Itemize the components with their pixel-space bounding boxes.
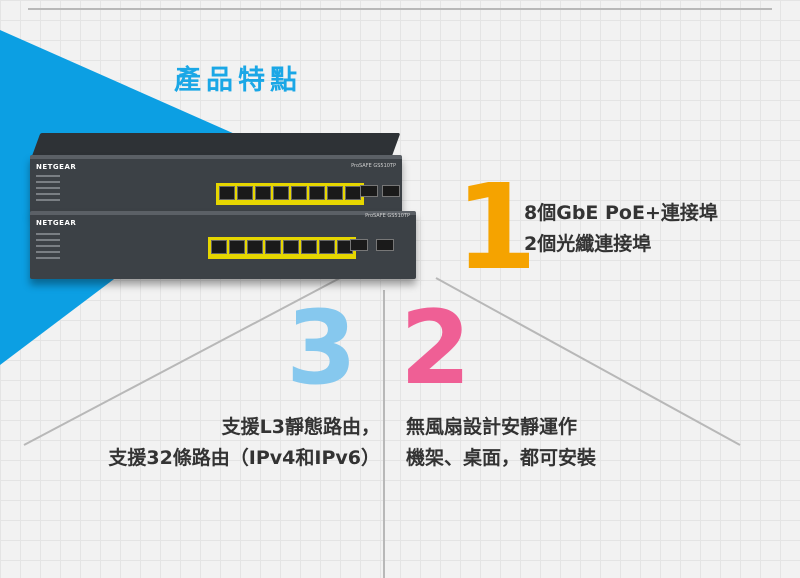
feature-line: 8個GbE PoE+連接埠 bbox=[524, 202, 718, 224]
feature-line: 無風扇設計安靜運作 bbox=[406, 416, 578, 438]
ethernet-port bbox=[219, 186, 235, 200]
feature-number-2: 2 bbox=[400, 289, 471, 408]
ethernet-port bbox=[273, 186, 289, 200]
left-divider-line bbox=[23, 277, 341, 446]
switch-image-top: NETGEAR ProSAFE GS510TP bbox=[30, 133, 402, 213]
ethernet-port bbox=[301, 240, 317, 254]
ethernet-port bbox=[283, 240, 299, 254]
sfp-port bbox=[376, 239, 394, 251]
switch-image-bottom: NETGEAR ProSAFE GS510TP bbox=[30, 207, 416, 279]
poe-port-block bbox=[208, 237, 356, 259]
status-leds bbox=[36, 175, 60, 203]
switch-brand-label: NETGEAR bbox=[36, 163, 77, 171]
sfp-port bbox=[350, 239, 368, 251]
status-leds bbox=[36, 233, 60, 261]
feature-text-1: 8個GbE PoE+連接埠 2個光纖連接埠 bbox=[524, 198, 718, 260]
feature-text-2: 無風扇設計安靜運作 機架、桌面，都可安裝 bbox=[406, 412, 596, 474]
ethernet-port bbox=[291, 186, 307, 200]
feature-number-1: 1 bbox=[455, 158, 538, 296]
feature-line: 支援L3靜態路由， bbox=[221, 416, 380, 438]
ethernet-port bbox=[265, 240, 281, 254]
ethernet-port bbox=[247, 240, 263, 254]
ethernet-port bbox=[319, 240, 335, 254]
ethernet-port bbox=[211, 240, 227, 254]
ethernet-port bbox=[229, 240, 245, 254]
switch-top-cover bbox=[31, 133, 401, 157]
section-title: 產品特點 bbox=[174, 65, 302, 96]
right-divider-line bbox=[435, 277, 741, 446]
feature-line: 機架、桌面，都可安裝 bbox=[406, 447, 597, 469]
switch-model-label: ProSAFE GS510TP bbox=[351, 163, 396, 169]
ethernet-port bbox=[237, 186, 253, 200]
ethernet-port bbox=[309, 186, 325, 200]
feature-line: 2個光纖連接埠 bbox=[524, 233, 652, 255]
switch-brand-label: NETGEAR bbox=[36, 219, 77, 227]
poe-port-block bbox=[216, 183, 364, 205]
feature-number-3: 3 bbox=[286, 289, 357, 408]
top-divider bbox=[28, 8, 772, 10]
switch-model-label: ProSAFE GS510TP bbox=[365, 213, 410, 219]
ethernet-port bbox=[327, 186, 343, 200]
sfp-port bbox=[382, 185, 400, 197]
sfp-port bbox=[360, 185, 378, 197]
ethernet-port bbox=[345, 186, 361, 200]
feature-text-3: 支援L3靜態路由， 支援32條路由（IPv4和IPv6） bbox=[108, 412, 380, 474]
ethernet-port bbox=[255, 186, 271, 200]
feature-line: 支援32條路由（IPv4和IPv6） bbox=[108, 447, 380, 469]
